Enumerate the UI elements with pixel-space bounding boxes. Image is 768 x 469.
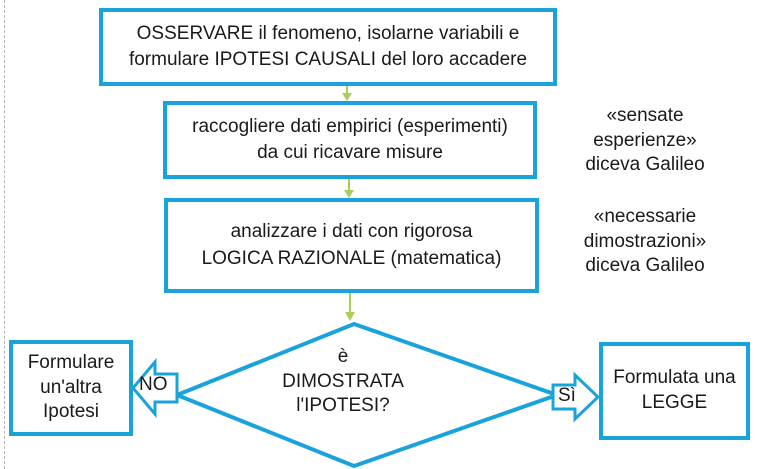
left-dashed-guide (4, 0, 5, 469)
step-analyze-text: analizzare i dati con rigorosa LOGICA RA… (201, 221, 502, 269)
result-law-box: Formulata una LEGGE (599, 342, 750, 440)
step-observe-text: OSSERVARE il fenomeno, isolarne variabil… (128, 22, 528, 70)
result-new-hypothesis-box: Formulare un'altra Ipotesi (9, 340, 133, 436)
step-collect-data-box: raccogliere dati empirici (esperimenti) … (163, 101, 537, 179)
note-necessarie-dimostrazioni: «necessarie dimostrazioni» diceva Galile… (583, 206, 707, 277)
decision-text: è DIMOSTRATA l'IPOTESI? (282, 346, 404, 417)
result-law-text: Formulata una LEGGE (613, 367, 736, 413)
connector-3-decision (345, 293, 355, 321)
note-sensate-esperienze: «sensate esperienze» diceva Galileo (585, 105, 705, 176)
yes-arrow (551, 371, 601, 423)
decision-diamond (171, 321, 564, 469)
yes-label: Sì (558, 385, 576, 406)
no-label: NO (139, 374, 168, 395)
step-collect-data-text: raccogliere dati empirici (esperimenti) … (192, 115, 508, 163)
connector-2-3 (344, 179, 354, 198)
step-observe-box: OSSERVARE il fenomeno, isolarne variabil… (99, 8, 557, 86)
no-arrow (131, 357, 179, 419)
step-analyze-box: analizzare i dati con rigorosa LOGICA RA… (164, 198, 539, 293)
connector-1-2 (342, 86, 352, 101)
result-new-hypothesis-text: Formulare un'altra Ipotesi (27, 351, 115, 423)
